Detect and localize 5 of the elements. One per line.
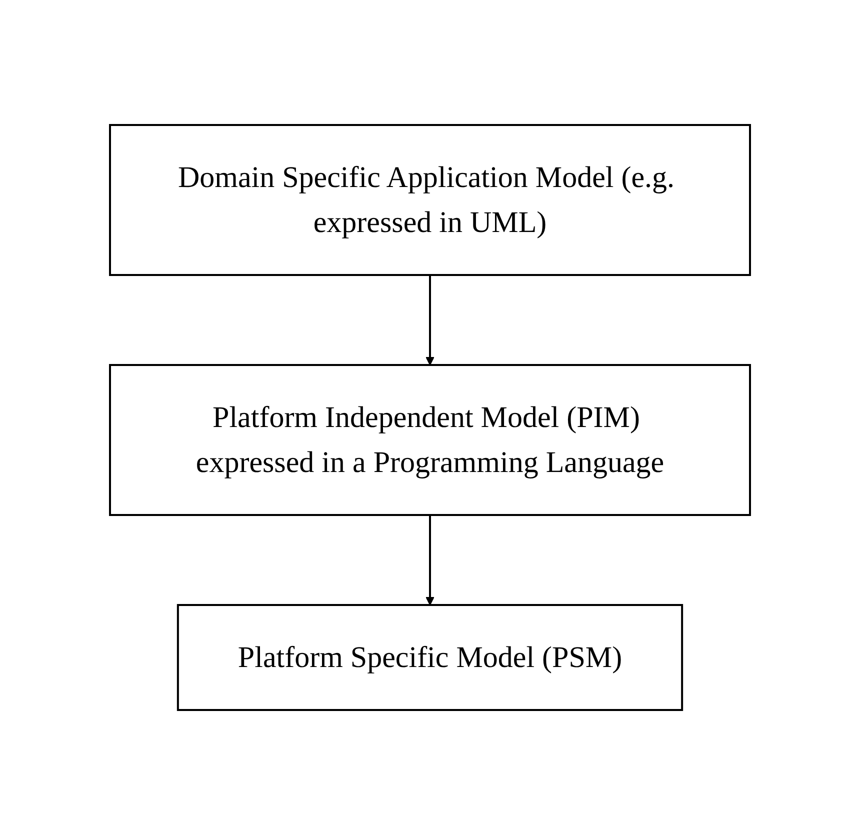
arrow <box>426 274 434 365</box>
arrow <box>426 514 434 605</box>
node-box: Platform Specific Model (PSM) <box>176 604 684 710</box>
node-box: Domain Specific Application Model (e.g. expressed in UML) <box>109 124 751 276</box>
node-box: Platform Independent Model (PIM) expressed in a Programming Language <box>109 364 751 516</box>
